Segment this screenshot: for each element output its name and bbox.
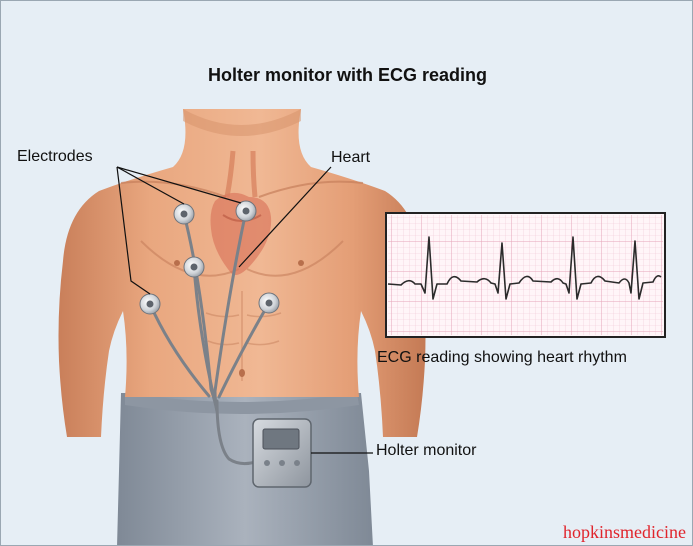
- torso: [59, 109, 426, 437]
- ecg-strip: [386, 213, 665, 337]
- diagram-title: Holter monitor with ECG reading: [1, 65, 693, 86]
- ecg-caption: ECG reading showing heart rhythm: [377, 349, 627, 367]
- electrodes-label: Electrodes: [17, 148, 93, 166]
- watermark: hopkinsmedicine: [563, 522, 686, 543]
- pants: [117, 393, 373, 546]
- holter-device: [253, 419, 311, 487]
- heart-label: Heart: [331, 149, 370, 167]
- holter-monitor-label: Holter monitor: [376, 442, 476, 460]
